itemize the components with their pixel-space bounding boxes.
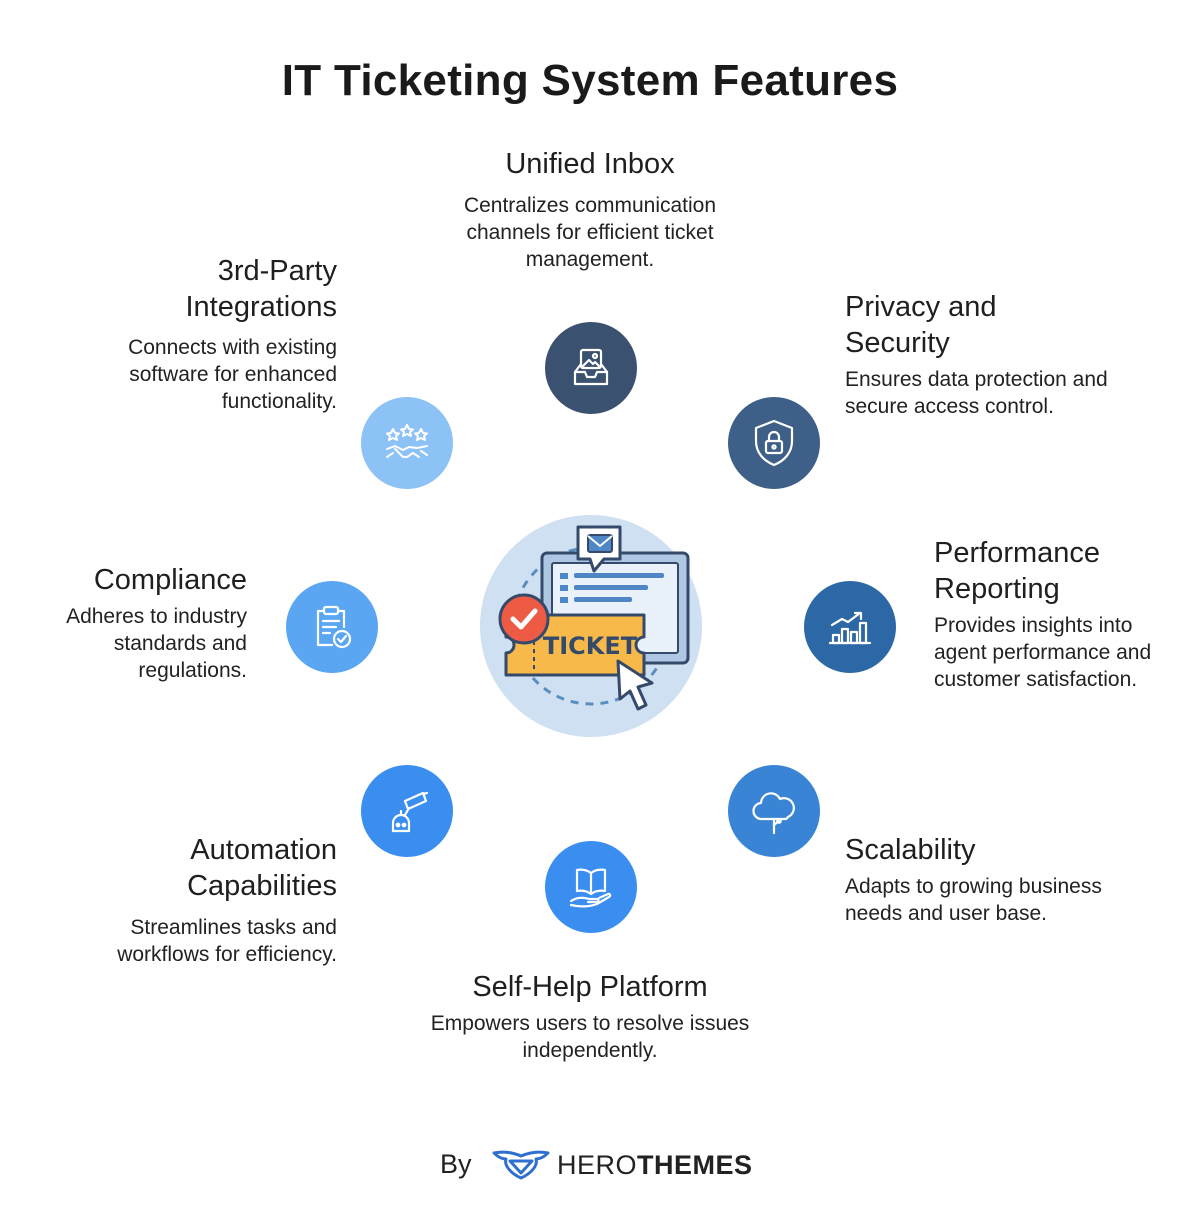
inbox-icon (545, 322, 637, 414)
feature-privacy-security: Privacy and Security Ensures data protec… (845, 289, 1145, 420)
page-title: IT Ticketing System Features (281, 56, 899, 105)
ticket-hub: TICKET (480, 515, 702, 737)
feature-desc: Adapts to growing business needs and use… (845, 875, 1102, 925)
feature-title: Compliance (93, 564, 247, 596)
feature-desc: Empowers users to resolve issues indepen… (430, 1012, 750, 1062)
feature-title: Automation Capabilities (187, 834, 337, 902)
feature-desc: Provides insights into agent performance… (934, 614, 1152, 691)
ticket-label: TICKET (543, 632, 638, 660)
bar-chart-icon (804, 581, 896, 673)
feature-desc: Connects with existing software for enha… (128, 336, 337, 413)
feature-title: Privacy and Security (845, 291, 997, 359)
footer-brand: HEROTHEMES (557, 1150, 753, 1181)
brand-bold: THEMES (637, 1150, 753, 1180)
feature-self-help: Self-Help Platform Empowers users to res… (400, 969, 780, 1064)
feature-desc: Streamlines tasks and workflows for effi… (117, 916, 337, 966)
brand-light: HERO (557, 1150, 638, 1180)
feature-title: Scalability (845, 834, 976, 866)
feature-title: Unified Inbox (505, 148, 675, 180)
footer: By HEROTHEMES (0, 1145, 1200, 1185)
feature-performance-reporting: Performance Reporting Provides insights … (934, 535, 1164, 693)
ticket-icon: TICKET (498, 525, 690, 711)
feature-unified-inbox: Unified Inbox Centralizes communication … (440, 146, 740, 273)
feature-desc: Adheres to industry standards and regula… (66, 605, 247, 682)
feature-compliance: Compliance Adheres to industry standards… (40, 562, 247, 684)
feature-desc: Ensures data protection and secure acces… (845, 368, 1108, 418)
book-hand-icon (545, 841, 637, 933)
robot-camera-icon (361, 765, 453, 857)
cloud-icon (728, 765, 820, 857)
shield-lock-icon (728, 397, 820, 489)
herothemes-logo-icon (492, 1150, 550, 1180)
feature-title: Performance Reporting (934, 537, 1101, 605)
feature-desc: Centralizes communication channels for e… (463, 194, 717, 271)
clipboard-check-icon (286, 581, 378, 673)
footer-by: By (440, 1149, 472, 1179)
feature-title: 3rd-Party Integrations (185, 255, 337, 323)
feature-scalability: Scalability Adapts to growing business n… (845, 832, 1145, 927)
feature-integrations: 3rd-Party Integrations Connects with exi… (100, 253, 337, 415)
feature-automation: Automation Capabilities Streamlines task… (60, 832, 337, 968)
feature-title: Self-Help Platform (472, 971, 708, 1003)
stars-handshake-icon (361, 397, 453, 489)
